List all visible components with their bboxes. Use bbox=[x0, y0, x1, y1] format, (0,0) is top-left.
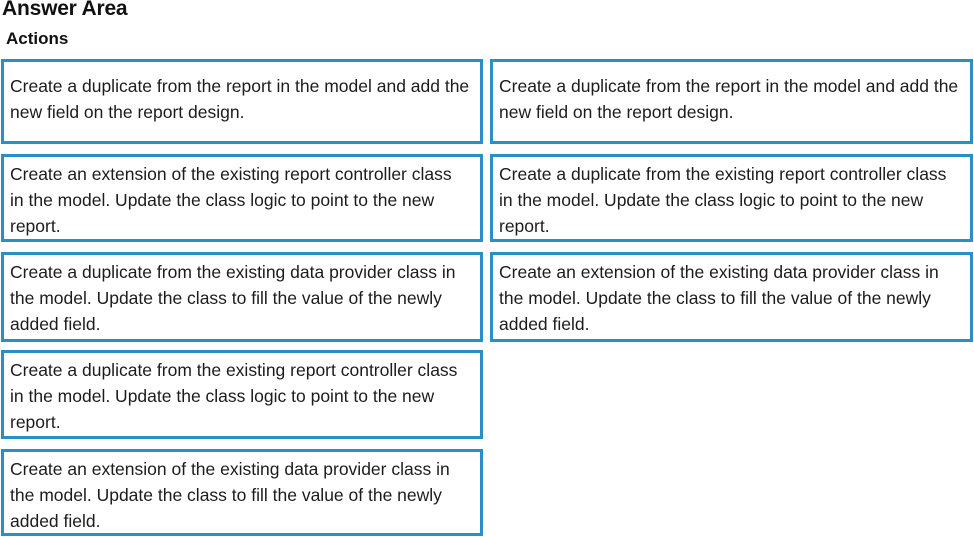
action-text: Create a duplicate from the existing dat… bbox=[10, 262, 456, 334]
action-text: Create a duplicate from the existing rep… bbox=[10, 360, 458, 432]
answer-text: Create a duplicate from the existing rep… bbox=[499, 164, 947, 236]
action-box-left-3[interactable]: Create a duplicate from the existing dat… bbox=[1, 252, 483, 342]
answer-text: Create an extension of the existing data… bbox=[499, 262, 939, 334]
action-text: Create an extension of the existing data… bbox=[10, 459, 450, 531]
action-box-left-4[interactable]: Create a duplicate from the existing rep… bbox=[1, 350, 483, 439]
actions-heading: Actions bbox=[6, 29, 69, 48]
answer-area-title: Answer Area bbox=[2, 0, 128, 20]
answer-box-right-3[interactable]: Create an extension of the existing data… bbox=[490, 252, 973, 342]
action-box-left-2[interactable]: Create an extension of the existing repo… bbox=[1, 154, 483, 242]
answer-box-right-2[interactable]: Create a duplicate from the existing rep… bbox=[490, 154, 973, 242]
answer-box-right-1[interactable]: Create a duplicate from the report in th… bbox=[490, 59, 973, 144]
action-box-left-1[interactable]: Create a duplicate from the report in th… bbox=[1, 59, 483, 144]
action-box-left-5[interactable]: Create an extension of the existing data… bbox=[1, 449, 483, 536]
action-text: Create an extension of the existing repo… bbox=[10, 164, 452, 236]
action-text: Create a duplicate from the report in th… bbox=[10, 76, 470, 122]
answer-text: Create a duplicate from the report in th… bbox=[499, 76, 959, 122]
